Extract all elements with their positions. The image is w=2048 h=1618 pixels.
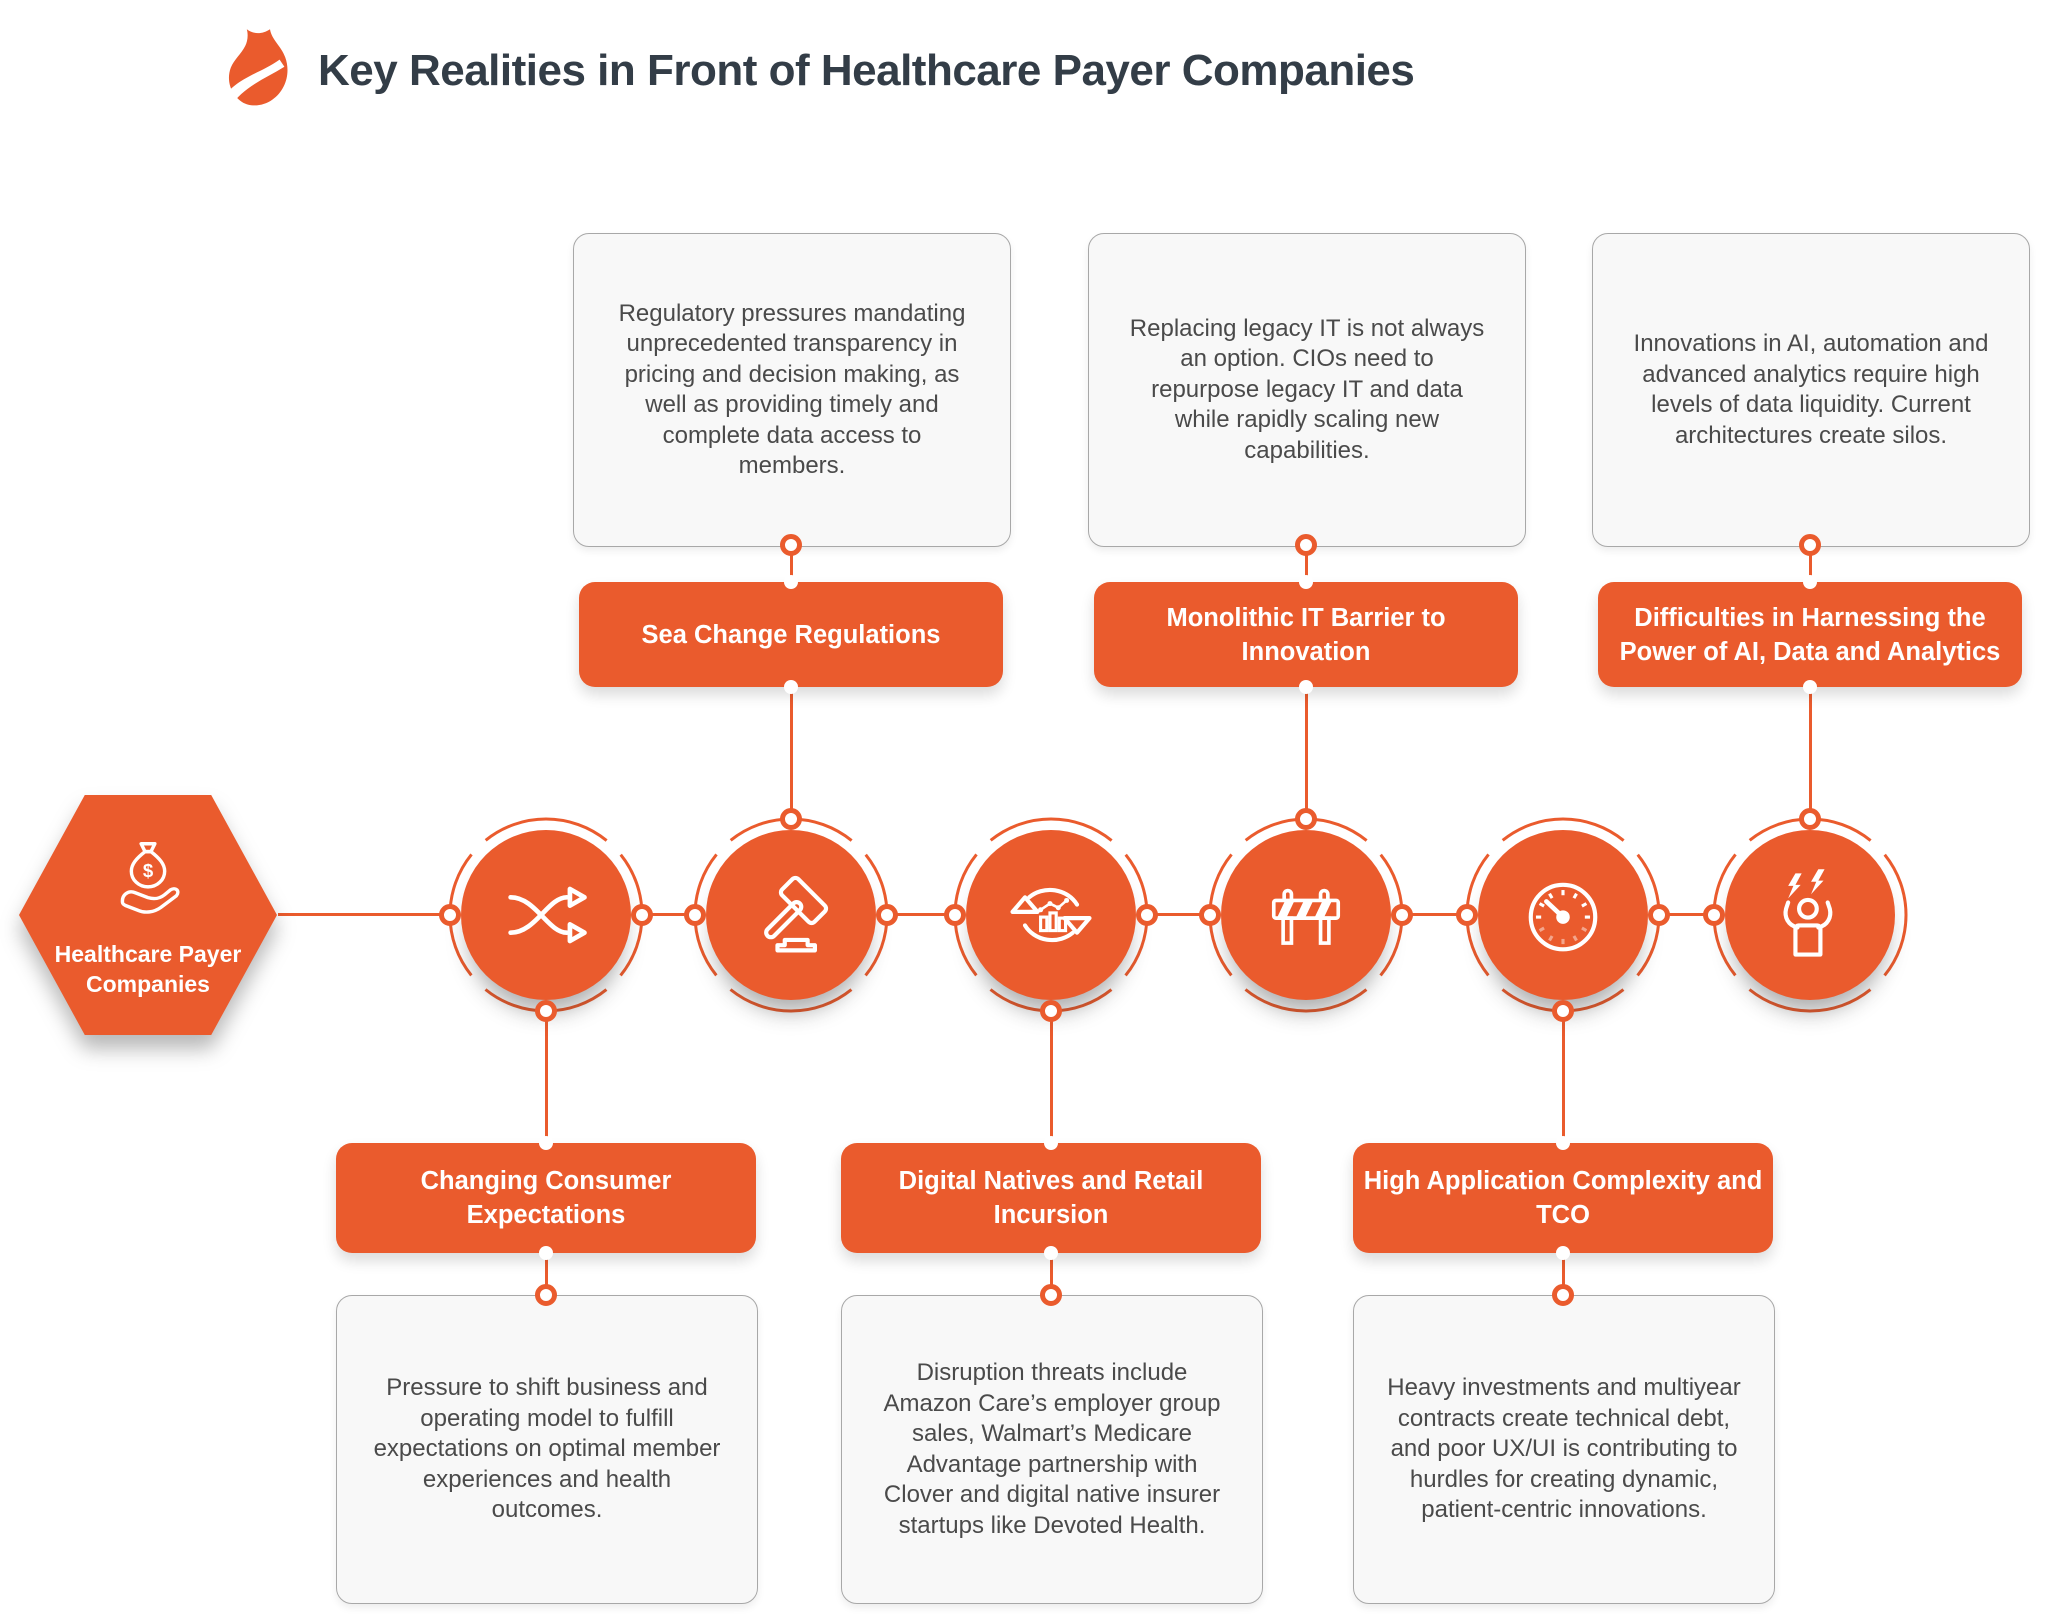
label-text: High Application Complexity and TCO [1363, 1167, 1763, 1229]
connector-dot [1299, 680, 1313, 694]
connector-dot [539, 1246, 553, 1260]
label-text: Difficulties in Harnessing the Power of … [1619, 603, 2001, 666]
connector-node [535, 1284, 557, 1306]
connector-dot [1803, 575, 1817, 589]
connector-node [439, 904, 461, 926]
description-card: Heavy investments and multiyear contract… [1353, 1295, 1775, 1604]
milestone-label-pill: Sea Change Regulations [579, 582, 1003, 687]
milestone-label-pill: High Application Complexity and TCO [1353, 1143, 1773, 1253]
gauge-icon [1478, 830, 1648, 1000]
label-text: Digital Natives and Retail Incursion [898, 1167, 1204, 1229]
connector-line [1305, 687, 1308, 819]
connector-line [1305, 545, 1308, 582]
road-barrier-icon [1221, 830, 1391, 1000]
description-card: Innovations in AI, automation and advanc… [1592, 233, 2030, 547]
connector-node [535, 1000, 557, 1022]
description-card: Replacing legacy IT is not always an opt… [1088, 233, 1526, 547]
description-card: Regulatory pressures mandating unprecede… [573, 233, 1011, 547]
connector-dot [1044, 1246, 1058, 1260]
source-hexagon: $ Healthcare Payer Companies [19, 795, 277, 1035]
svg-text:$: $ [143, 860, 154, 881]
connector-line [545, 1011, 548, 1143]
milestone-label-pill: Digital Natives and Retail Incursion [841, 1143, 1261, 1253]
connector-node [1136, 904, 1158, 926]
card-text: Replacing legacy IT is not always an opt… [1129, 314, 1485, 464]
connector-node [1552, 1284, 1574, 1306]
connector-node [1799, 534, 1821, 556]
label-text: Changing Consumer Expectations [420, 1167, 672, 1229]
milestone-node-1 [446, 815, 646, 1015]
milestone-node-5 [1463, 815, 1663, 1015]
connector-line [1562, 1253, 1565, 1295]
connector-line [1809, 687, 1812, 819]
shuffle-arrows-icon [461, 830, 631, 1000]
connector-dot [784, 575, 798, 589]
milestone-node-3 [951, 815, 1151, 1015]
description-card: Pressure to shift business and operating… [336, 1295, 758, 1604]
connector-node [1391, 904, 1413, 926]
frustrated-person-icon [1725, 830, 1895, 1000]
connector-node [876, 904, 898, 926]
card-text: Pressure to shift business and operating… [373, 1374, 721, 1524]
source-label: Healthcare Payer Companies [54, 940, 242, 997]
milestone-label-pill: Monolithic IT Barrier to Innovation [1094, 582, 1518, 687]
connector-dot [1299, 575, 1313, 589]
connector-dot [1803, 680, 1817, 694]
connector-node [1040, 1284, 1062, 1306]
description-card: Disruption threats include Amazon Care’s… [841, 1295, 1263, 1604]
connector-dot [1556, 1246, 1570, 1260]
connector-node [1040, 1000, 1062, 1022]
connector-node [780, 808, 802, 830]
connector-node [684, 904, 706, 926]
card-text: Heavy investments and multiyear contract… [1387, 1374, 1741, 1524]
connector-line [790, 545, 793, 582]
gavel-icon [706, 830, 876, 1000]
milestone-label-pill: Difficulties in Harnessing the Power of … [1598, 582, 2022, 687]
connector-line [1562, 1011, 1565, 1143]
card-text: Disruption threats include Amazon Care’s… [883, 1359, 1221, 1539]
card-text: Regulatory pressures mandating unprecede… [618, 299, 966, 480]
connector-dot [784, 680, 798, 694]
connector-dot [539, 1136, 553, 1150]
connector-node [1456, 904, 1478, 926]
connector-node [1295, 808, 1317, 830]
connector-dot [1044, 1136, 1058, 1150]
page-title: Key Realities in Front of Healthcare Pay… [318, 46, 1415, 95]
connector-node [1799, 808, 1821, 830]
connector-node [1199, 904, 1221, 926]
connector-node [944, 904, 966, 926]
card-text: Innovations in AI, automation and advanc… [1633, 330, 1989, 449]
milestone-node-4 [1206, 815, 1406, 1015]
connector-node [1552, 1000, 1574, 1022]
connector-node [1295, 534, 1317, 556]
connector-node [631, 904, 653, 926]
connector-line [790, 687, 793, 819]
milestone-node-2 [691, 815, 891, 1015]
connector-dot [1556, 1136, 1570, 1150]
digital-cycle-chart-icon [966, 830, 1136, 1000]
connector-line [545, 1253, 548, 1295]
connector-node [1703, 904, 1725, 926]
label-text: Sea Change Regulations [641, 620, 941, 649]
connector-line [1050, 1011, 1053, 1143]
label-text: Monolithic IT Barrier to Innovation [1166, 603, 1446, 666]
money-bag-in-hand-icon: $ [99, 832, 197, 935]
connector-line [1050, 1253, 1053, 1295]
flame-logo-icon [222, 28, 302, 120]
milestone-label-pill: Changing Consumer Expectations [336, 1143, 756, 1253]
milestone-node-6 [1710, 815, 1910, 1015]
connector-line [1809, 545, 1812, 582]
connector-node [1648, 904, 1670, 926]
connector-node [780, 534, 802, 556]
